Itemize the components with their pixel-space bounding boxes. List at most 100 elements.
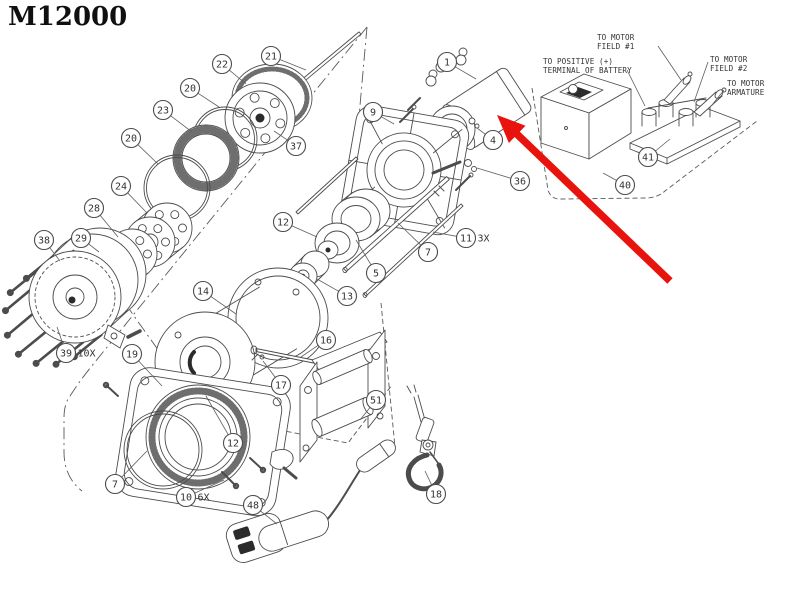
callout-22: 22 <box>211 53 247 85</box>
wiring-label-text: FIELD #2 <box>710 64 747 73</box>
callout-number: 19 <box>126 349 138 360</box>
wiring-label-text: ARMATURE <box>727 88 765 97</box>
roller-fairlead-art <box>299 329 388 463</box>
callout-40: 40 <box>602 172 636 196</box>
callout-21: 21 <box>260 45 307 71</box>
callout-leader-line <box>138 360 163 387</box>
callout-28: 28 <box>83 197 119 238</box>
connector-terminals <box>663 71 727 117</box>
callout-circle <box>222 432 244 454</box>
wiring-label-leader <box>693 61 709 103</box>
callout-number: 12 <box>277 217 289 228</box>
callout-leader-line <box>49 247 61 262</box>
callout-leader-line <box>424 470 433 486</box>
highlight-arrow-head <box>497 115 526 143</box>
callout-number: 37 <box>290 141 302 152</box>
callout-leader-line <box>127 192 148 214</box>
wiring-label-text: TO POSITIVE (+) <box>543 57 613 66</box>
wiring-label-text: FIELD #1 <box>597 42 635 51</box>
callout-number: 20 <box>125 133 137 144</box>
callout-12: 12 <box>205 395 244 454</box>
callout-leader-line <box>432 231 457 237</box>
callout-circle <box>83 197 105 219</box>
callout-circle <box>179 77 201 99</box>
callout-number: 29 <box>75 233 87 244</box>
callout-circle <box>336 285 358 307</box>
hook-art <box>405 384 444 492</box>
callout-number: 28 <box>88 203 100 214</box>
callout-number: 4 <box>490 135 496 146</box>
callout-leader-line <box>397 222 422 246</box>
callout-number: 22 <box>216 59 228 70</box>
callout-leader-line <box>291 225 318 238</box>
callout-circle <box>272 211 294 233</box>
wiring-label-text: TO MOTOR <box>727 79 765 88</box>
callout-24: 24 <box>110 175 148 214</box>
callout-circle <box>365 262 387 284</box>
callout-23: 23 <box>152 99 193 133</box>
callout-7: 7 <box>104 450 148 495</box>
callout-circle <box>362 101 384 123</box>
callout-number: 40 <box>619 180 631 191</box>
callout-number: 9 <box>370 107 376 118</box>
callout-circle <box>425 483 447 505</box>
callout-circle <box>33 229 55 251</box>
callout-number: 36 <box>514 176 526 187</box>
callout-7: 7 <box>397 222 439 263</box>
callout-leader-line <box>262 360 276 378</box>
callout-circle <box>152 99 174 121</box>
callout-number: 5 <box>373 268 379 279</box>
callout-circle <box>270 374 292 396</box>
callout-leader-line <box>170 115 193 133</box>
callout-48: 48 <box>242 494 278 525</box>
callout-leader-line <box>381 116 395 125</box>
callout-circle <box>104 473 126 495</box>
callout-4: 4 <box>476 127 504 151</box>
callout-number: 21 <box>265 51 277 62</box>
callout-leader-line <box>56 326 64 345</box>
callout-1: 1 <box>436 51 477 80</box>
control-pack-boundary <box>531 87 758 200</box>
callout-qty: 3X <box>478 233 490 244</box>
callout-leader-line <box>197 92 220 108</box>
tie-rods-art <box>295 156 464 298</box>
callout-leader-line <box>355 239 372 266</box>
callout-circle <box>55 342 77 364</box>
callout-circle <box>242 494 264 516</box>
callout-leader-line <box>655 138 671 152</box>
callout-17: 17 <box>262 360 292 396</box>
callout-41: 41 <box>637 138 671 168</box>
callout-number: 13 <box>341 291 353 302</box>
remote-control-art <box>225 439 396 564</box>
callout-leader-line <box>300 344 319 358</box>
callout-circle <box>482 129 504 151</box>
callout-number: 24 <box>115 181 127 192</box>
callout-qty: 10X <box>78 348 96 359</box>
callout-20: 20 <box>120 127 159 165</box>
callout-18: 18 <box>424 470 447 505</box>
callout-circle <box>285 135 307 157</box>
ring-gear-art <box>172 124 240 192</box>
housing-bolts <box>102 381 267 490</box>
callout-number: 51 <box>370 395 382 406</box>
callout-circle <box>417 241 439 263</box>
callout-leader-line <box>137 144 159 165</box>
callout-29: 29 <box>70 227 100 253</box>
callout-number: 16 <box>320 335 332 346</box>
page-title: M12000 <box>8 2 128 32</box>
callout-leader-line <box>194 479 225 494</box>
callout-20: 20 <box>179 77 220 108</box>
callout-37: 37 <box>273 130 307 157</box>
callout-leader-line <box>229 69 247 85</box>
callout-13: 13 <box>316 278 358 307</box>
callout-19: 19 <box>121 343 163 387</box>
callout-38: 38 <box>33 229 61 262</box>
